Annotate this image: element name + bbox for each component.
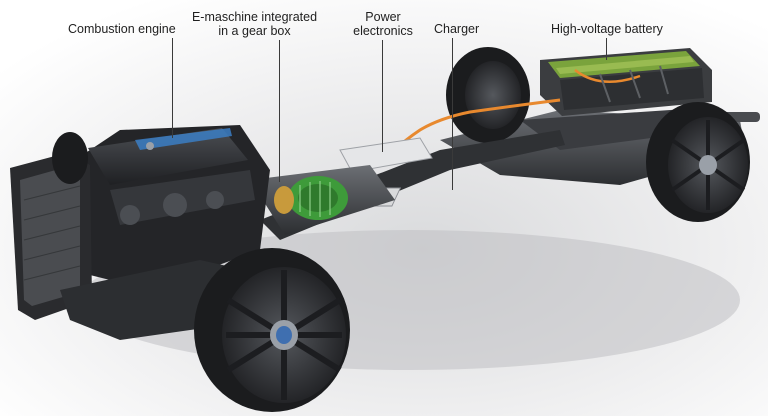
label-combustion-engine-text: Combustion engine: [68, 22, 176, 36]
high-voltage-battery: [540, 48, 712, 116]
power-electronics-unit: [339, 137, 433, 173]
label-power-line1: Power: [365, 10, 401, 24]
rear-right-wheel: [646, 102, 750, 222]
combustion-engine: [60, 125, 270, 290]
front-left-wheel: [52, 132, 88, 184]
label-power-line2: electronics: [353, 24, 413, 38]
leader-e-machine: [279, 40, 280, 182]
label-high-voltage-battery: High-voltage battery: [551, 22, 663, 36]
label-e-machine-line2: in a gear box: [218, 24, 291, 38]
leader-charger: [452, 38, 453, 190]
radiator: [10, 152, 92, 320]
label-e-machine-line1: E-maschine integrated: [191, 10, 318, 24]
label-e-machine: E-maschine integrated in a gear box: [187, 10, 322, 38]
leader-battery: [606, 38, 607, 60]
leader-combustion-engine: [172, 38, 173, 138]
label-charger: Charger: [434, 22, 479, 36]
label-battery-text: High-voltage battery: [551, 22, 663, 36]
leader-power-electronics: [382, 40, 383, 152]
label-charger-text: Charger: [434, 22, 480, 36]
rear-left-wheel: [446, 47, 530, 143]
front-right-wheel: [194, 248, 350, 412]
label-combustion-engine: Combustion engine: [68, 22, 176, 36]
hv-cable: [393, 98, 561, 152]
e-machine-gearbox: [250, 165, 395, 235]
label-power-electronics: Power electronics: [343, 10, 423, 38]
